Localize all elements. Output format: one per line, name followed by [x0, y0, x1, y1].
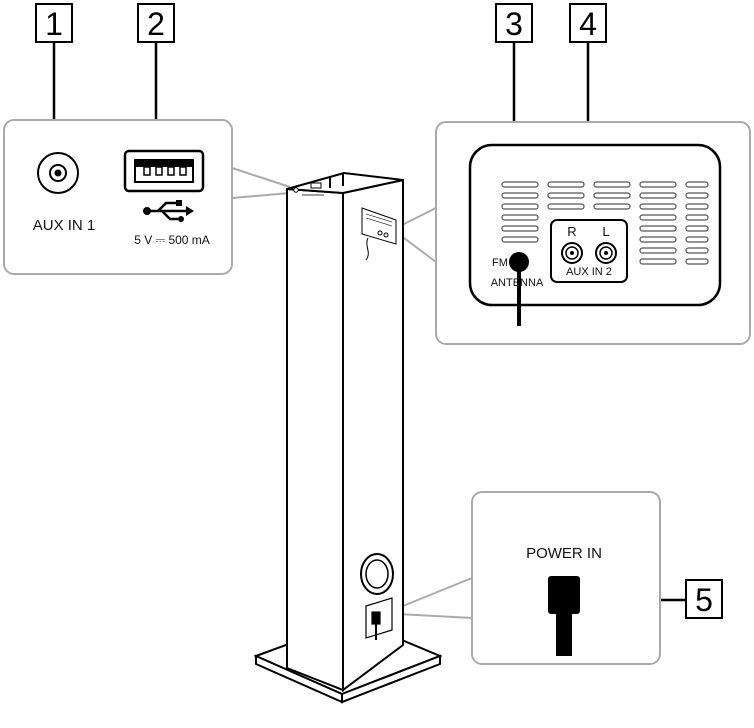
aux-in-2-l-label: L	[602, 224, 609, 239]
callout-2-number: 2	[147, 6, 165, 42]
aux-in-1-label: AUX IN 1	[33, 217, 96, 234]
callout-2: 2	[137, 3, 175, 43]
callout-1-number: 1	[45, 6, 63, 42]
tower-speaker	[253, 171, 443, 704]
power-in-label: POWER IN	[526, 545, 602, 562]
antenna-label: ANTENNA	[491, 277, 544, 289]
right-detail-panel: R L AUX IN 2 FM ANTENNA	[395, 121, 751, 345]
power-plug-icon	[548, 576, 580, 656]
callout-4-number: 4	[579, 6, 597, 42]
aux-jack-icon	[37, 152, 79, 194]
usb-icon	[143, 200, 194, 222]
usb-port	[123, 149, 205, 193]
power-detail-panel: POWER IN	[397, 491, 661, 665]
callout-3: 3	[495, 3, 533, 43]
usb-rating-label: 5 V ⎓ 500 mA	[134, 233, 210, 247]
rca-jack-icon	[561, 242, 617, 264]
fm-antenna-jack	[509, 252, 529, 272]
callout-1: 1	[35, 3, 73, 43]
callout-5-number: 5	[695, 582, 713, 618]
tower-rear-plate	[361, 207, 397, 261]
left-detail-panel: AUX IN 1 5 V ⎓ 500 mA	[3, 119, 291, 275]
aux-in-2-label: AUX IN 2	[566, 266, 612, 278]
aux-in-2-r-label: R	[567, 224, 576, 239]
callout-3-number: 3	[505, 6, 523, 42]
fm-label: FM	[492, 257, 508, 269]
callout-4: 4	[569, 3, 607, 43]
tower-bass-port	[360, 553, 394, 595]
tower-power-socket	[365, 597, 393, 640]
callout-5: 5	[685, 579, 723, 619]
tower-top-jacks	[293, 182, 324, 196]
vent-slots	[501, 181, 709, 265]
